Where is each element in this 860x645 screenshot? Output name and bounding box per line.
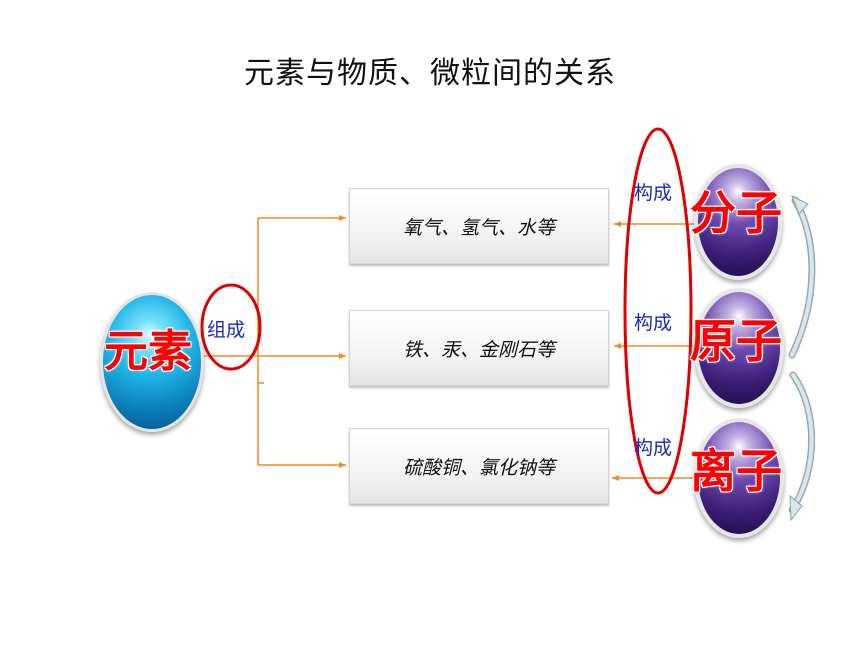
- ion-label: 离子: [690, 444, 782, 498]
- constitute-label-3: 构成: [634, 437, 673, 459]
- page-title: 元素与物质、微粒间的关系: [244, 56, 616, 91]
- substance-box-2: 铁、汞、金刚石等: [349, 310, 609, 386]
- atom-label: 原子: [690, 314, 782, 368]
- substance-label: 硫酸铜、氯化钠等: [402, 456, 555, 479]
- constitute-label-1: 构成: [634, 182, 673, 204]
- substance-label: 铁、汞、金刚石等: [402, 338, 555, 361]
- element-label: 元素: [104, 326, 192, 377]
- molecule-sphere: [694, 164, 782, 280]
- molecule-label: 分子: [690, 186, 782, 240]
- constitute-label-2: 构成: [634, 312, 673, 334]
- constitute-highlight-ring: [623, 127, 693, 495]
- element-sphere: [100, 292, 204, 432]
- compose-highlight-ring: [200, 283, 262, 371]
- substance-box-3: 硫酸铜、氯化钠等: [349, 428, 609, 504]
- atom-sphere: [694, 288, 784, 408]
- transformation-arrows: [788, 194, 816, 522]
- compose-label: 组成: [207, 319, 246, 341]
- substance-label: 氧气、氢气、水等: [402, 216, 555, 239]
- substance-box-1: 氧气、氢气、水等: [349, 188, 609, 264]
- ion-sphere: [694, 418, 784, 538]
